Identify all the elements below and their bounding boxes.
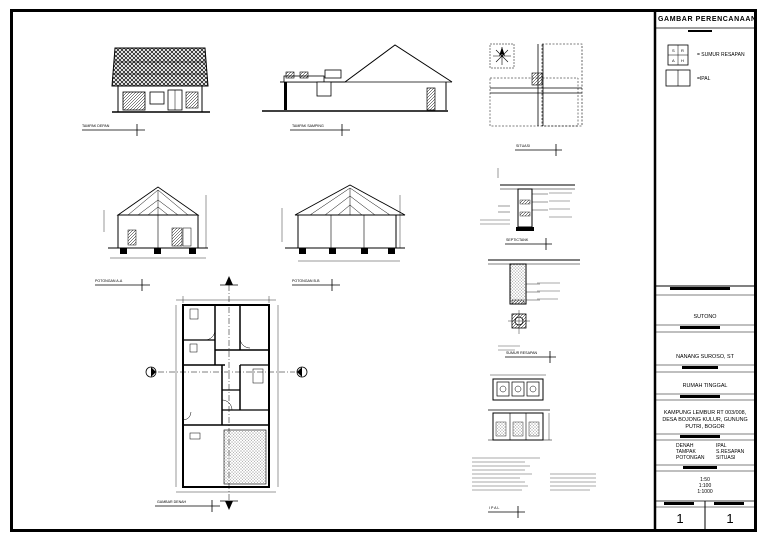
site-plan bbox=[489, 43, 583, 127]
svg-text:H: H bbox=[681, 58, 684, 63]
label-gambar-denah: GAMBAR DENAH bbox=[157, 500, 187, 504]
section-marker-right bbox=[296, 366, 308, 378]
septictank-detail bbox=[497, 168, 575, 231]
section-marker-top bbox=[220, 276, 238, 286]
tb-project: RUMAH TINGGAL bbox=[682, 383, 728, 389]
front-elevation bbox=[111, 47, 210, 113]
tb-content-item: POTONGAN bbox=[676, 455, 705, 461]
tb-designer: NANANG SUROSO, ST bbox=[676, 354, 734, 360]
tb-scales: 1:50 1:100 1:1000 bbox=[655, 477, 755, 495]
section-marker-left bbox=[145, 366, 157, 378]
sheet-frame bbox=[10, 9, 757, 532]
label-sumur-resapan: SUMUR RESAPAN bbox=[506, 351, 538, 355]
sumur-resapan-symbol: S R A H bbox=[667, 44, 689, 66]
tb-content-item: SITUASI bbox=[716, 455, 736, 461]
label-tampak-samping: TAMPAK SAMPING bbox=[292, 124, 324, 128]
tb-sheet-number: 1 bbox=[676, 511, 684, 526]
tb-legend-ipal: =IPAL bbox=[697, 76, 711, 82]
svg-text:S: S bbox=[672, 48, 675, 53]
tb-legend-sumur: = SUMUR RESAPAN bbox=[697, 52, 745, 58]
tb-content-item: TAMPAK bbox=[676, 449, 696, 455]
sumur-resapan-detail bbox=[488, 259, 580, 334]
tb-content-item: S.RESAPAN bbox=[716, 449, 745, 455]
tb-content-item: DENAH bbox=[676, 443, 694, 449]
label-potongan-aa: POTONGAN A-A bbox=[95, 279, 123, 283]
title-block-frame bbox=[653, 12, 755, 530]
tb-header: GAMBAR PERENCANAAN bbox=[658, 16, 757, 23]
tb-content-item: IPAL bbox=[716, 443, 727, 449]
svg-text:R: R bbox=[681, 48, 684, 53]
tb-scale-item: 1:1000 bbox=[697, 489, 713, 495]
tb-sheet-total: 1 bbox=[726, 511, 734, 526]
section-bb bbox=[281, 184, 406, 262]
tb-owner: SUTONO bbox=[693, 314, 717, 320]
spec-notes bbox=[472, 192, 596, 491]
tb-section-strip bbox=[664, 30, 744, 505]
svg-text:A: A bbox=[672, 58, 675, 63]
tb-contents-right: IPAL S.RESAPAN SITUASI bbox=[716, 443, 744, 461]
ipal-detail bbox=[488, 374, 552, 441]
side-elevation bbox=[262, 44, 453, 112]
ipal-symbol bbox=[665, 69, 691, 87]
floor-plan bbox=[158, 285, 295, 500]
label-arrows bbox=[82, 124, 562, 518]
tb-scale-item: 1:50 bbox=[700, 477, 710, 483]
label-ipal: I P A L bbox=[489, 506, 500, 510]
label-septictank: SEPTICTANK bbox=[506, 238, 529, 242]
section-aa bbox=[103, 186, 208, 259]
tb-location: KAMPUNG LEMBUR RT 003/008, DESA BOJONG K… bbox=[662, 410, 748, 430]
label-tampak-depan: TAMPAK DEPAN bbox=[82, 124, 110, 128]
label-potongan-bb: POTONGAN B-B bbox=[292, 279, 320, 283]
section-marker-bottom bbox=[220, 500, 238, 510]
tb-scale-item: 1:100 bbox=[698, 483, 712, 489]
tb-contents-left: DENAH TAMPAK POTONGAN bbox=[676, 443, 705, 461]
label-situasi: SITUASI bbox=[516, 144, 530, 148]
